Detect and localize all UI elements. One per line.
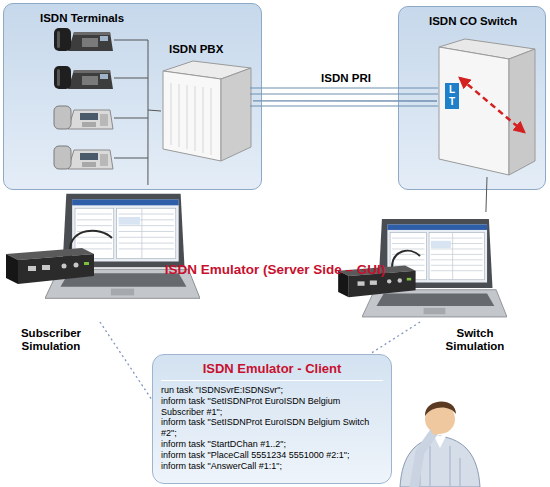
laptop-station: Switch Simulation <box>338 212 510 322</box>
emulator-hardware <box>338 266 415 298</box>
laptop-icon <box>338 219 507 317</box>
line-connector <box>486 177 487 212</box>
code-line: inform task "StartDChan #1..2"; <box>153 439 391 450</box>
box-heading: ISDN PBX <box>169 43 253 56</box>
cable <box>70 231 112 250</box>
edge-label: ISDN PRI <box>296 72 396 85</box>
code-line: inform task "SetISDNProt EuroISDN Belgiu… <box>153 396 391 418</box>
station-label: Subscriber Simulation <box>5 327 97 353</box>
person-figure <box>400 401 480 487</box>
cabinet-face <box>163 71 221 161</box>
line-termination-tag: L T <box>445 83 459 109</box>
emulator-caption: ISDN Emulator (Server Side – GUI) <box>140 262 410 278</box>
cabinet-face <box>221 68 251 161</box>
switch-box: L T <box>437 37 537 177</box>
telephone-icon <box>54 66 113 89</box>
laptop-icon <box>6 194 200 299</box>
pbx-cabinet <box>161 41 253 163</box>
emulator-hardware <box>6 248 94 284</box>
code-line: inform task "PlaceCall 5551234 5551000 #… <box>153 450 391 461</box>
equipment-panel: ISDN CO Switch L T <box>398 6 546 190</box>
telephone-icon <box>54 28 113 51</box>
pri-line <box>250 88 438 106</box>
client-box: ISDN Emulator - Client run task "ISDNSvrE… <box>152 354 392 484</box>
signal-arrow <box>460 78 524 132</box>
terminal-wire <box>114 40 148 158</box>
equipment-panel: ISDN TerminalsISDN PBX <box>3 3 262 190</box>
laptop-icon <box>45 194 200 299</box>
telephone-icon <box>54 146 113 169</box>
code-line: inform task "SetISDNProt EuroISDN Belgiu… <box>153 417 391 439</box>
cable <box>392 251 420 268</box>
pbx-box: ISDN PBX <box>161 41 253 163</box>
laptop-icon <box>362 219 507 317</box>
telephone-set <box>54 28 113 169</box>
client-link <box>100 322 152 400</box>
laptop-station: Subscriber Simulation <box>5 185 200 322</box>
cabinet-face <box>171 83 211 155</box>
code-line: inform task "AnswerCall #1:1"; <box>153 461 391 472</box>
code-line: run task "ISDNSvrE:ISDNSvr"; <box>153 385 391 396</box>
panel-heading: ISDN Terminals <box>40 12 180 25</box>
telephone-icon <box>54 106 113 129</box>
station-label: Switch Simulation <box>430 327 520 353</box>
cabinet-face <box>509 49 535 175</box>
client-link <box>370 322 420 354</box>
pri-link <box>253 100 437 102</box>
line-connector <box>148 110 161 185</box>
client-heading: ISDN Emulator - Client <box>161 361 383 381</box>
cabinet-face <box>439 47 509 175</box>
panel-heading: ISDN CO Switch <box>429 15 544 28</box>
